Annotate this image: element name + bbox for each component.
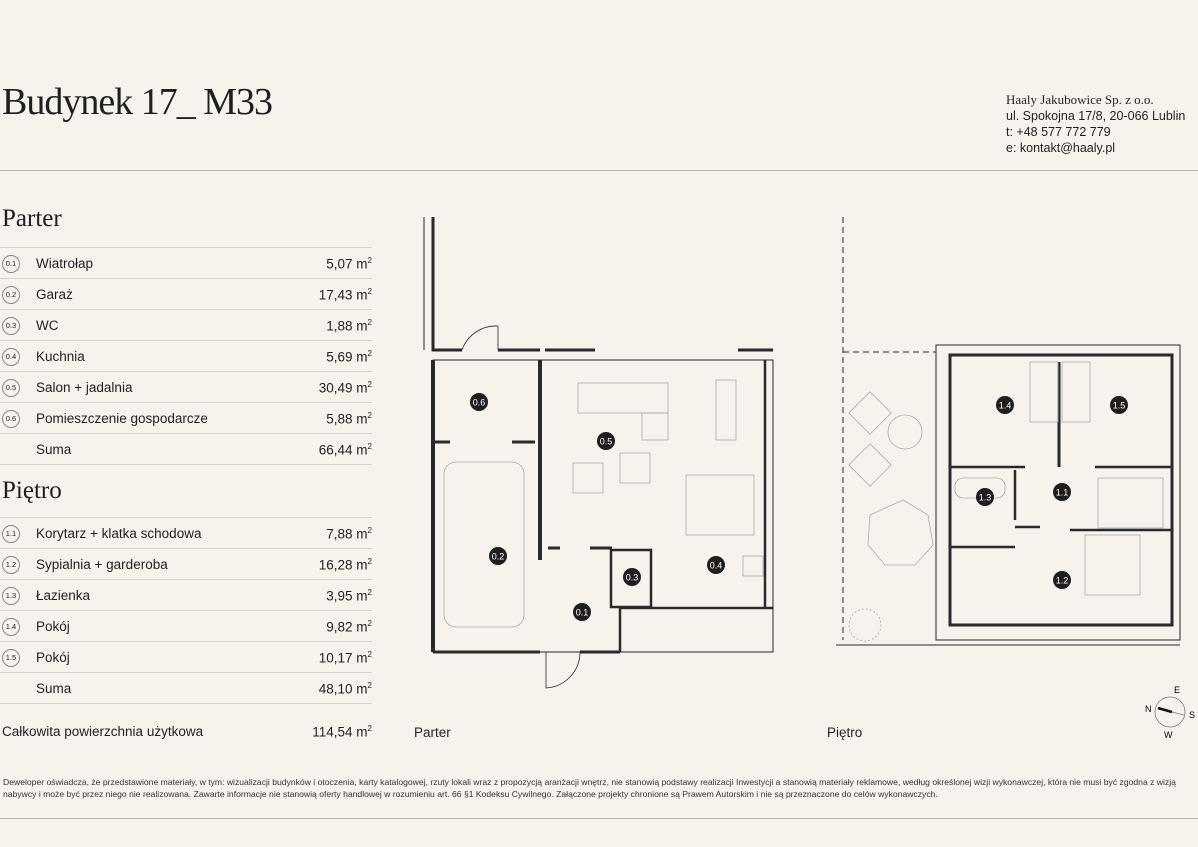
total-area: Całkowita powierzchnia użytkowa 114,54 m… <box>2 724 372 740</box>
company-name: Haaly Jakubowice Sp. z o.o. <box>1006 92 1154 107</box>
room-number: 0.2 <box>2 286 20 304</box>
room-name: Pokój <box>36 650 70 665</box>
room-area: 9,82 m2 <box>326 619 372 635</box>
table-row: 0.2 Garaż 17,43 m2 <box>0 278 372 309</box>
room-area: 1,88 m2 <box>326 318 372 334</box>
room-name: Pomieszczenie gospodarcze <box>36 411 208 426</box>
room-marker-label: 1.2 <box>1056 576 1069 586</box>
room-number: 1.5 <box>2 649 20 667</box>
page-title: Budynek 17_ M33 <box>2 81 273 123</box>
parter-plan <box>423 217 774 689</box>
room-name: Łazienka <box>36 588 91 603</box>
compass-n: N <box>1145 704 1152 714</box>
room-marker <box>597 432 615 450</box>
room-marker <box>996 396 1014 414</box>
room-name: Sypialnia + garderoba <box>36 557 168 572</box>
company-email[interactable]: e: kontakt@haaly.pl <box>1006 141 1116 155</box>
room-marker <box>623 568 641 586</box>
parter-plan-label: Parter <box>414 725 451 740</box>
compass-w: W <box>1164 730 1173 740</box>
room-marker-label: 0.5 <box>600 437 613 447</box>
room-number: 1.3 <box>2 587 20 605</box>
room-number: 1.2 <box>2 556 20 574</box>
room-name: WC <box>36 318 59 333</box>
room-marker-label: 0.4 <box>710 561 723 571</box>
footer-divider <box>0 818 1198 819</box>
room-area: 66,44 m2 <box>318 442 372 458</box>
room-name: Garaż <box>36 287 73 302</box>
room-number: 0.3 <box>2 317 20 335</box>
room-area: 5,69 m2 <box>326 349 372 365</box>
room-marker <box>489 547 507 565</box>
room-name: Salon + jadalnia <box>36 380 133 395</box>
room-area: 30,49 m2 <box>318 380 372 396</box>
room-marker-label: 0.6 <box>473 398 486 408</box>
room-name: Suma <box>36 681 72 696</box>
total-value: 114,54 m2 <box>312 724 372 740</box>
room-marker-label: 1.5 <box>1113 401 1126 411</box>
room-marker <box>1110 396 1128 414</box>
table-row: Suma 66,44 m2 <box>0 433 372 465</box>
table-row: 1.1 Korytarz + klatka schodowa 7,88 m2 <box>0 517 372 548</box>
room-marker-label: 0.2 <box>492 552 505 562</box>
table-row: 1.5 Pokój 10,17 m2 <box>0 641 372 672</box>
company-phone[interactable]: t: +48 577 772 779 <box>1006 125 1111 139</box>
room-area: 10,17 m2 <box>318 650 372 666</box>
company-info: Haaly Jakubowice Sp. z o.o. ul. Spokojna… <box>1006 92 1185 156</box>
room-area: 7,88 m2 <box>326 526 372 542</box>
room-name: Korytarz + klatka schodowa <box>36 526 202 541</box>
room-number: 1.4 <box>2 618 20 636</box>
table-row: 1.2 Sypialnia + garderoba 16,28 m2 <box>0 548 372 579</box>
room-marker <box>470 393 488 411</box>
room-marker-label: 0.3 <box>626 573 639 583</box>
table-row: 0.4 Kuchnia 5,69 m2 <box>0 340 372 371</box>
table-row: 1.3 Łazienka 3,95 m2 <box>0 579 372 610</box>
room-name: Wiatrołap <box>36 256 94 271</box>
parter-heading: Parter <box>2 205 62 232</box>
room-area: 5,88 m2 <box>326 411 372 427</box>
room-area: 5,07 m2 <box>326 256 372 272</box>
room-area: 3,95 m2 <box>326 588 372 604</box>
room-name: Suma <box>36 442 72 457</box>
room-area: 17,43 m2 <box>318 287 372 303</box>
room-marker <box>707 556 725 574</box>
table-row: 0.6 Pomieszczenie gospodarcze 5,88 m2 <box>0 402 372 433</box>
compass-s: S <box>1189 710 1195 720</box>
room-number: 0.5 <box>2 379 20 397</box>
disclaimer: Deweloper oświadcza, że przedstawione ma… <box>3 777 1176 799</box>
room-number: 0.4 <box>2 348 20 366</box>
pietro-plan <box>836 217 1181 646</box>
divider <box>0 170 1198 171</box>
room-number: 0.1 <box>2 255 20 273</box>
room-name: Pokój <box>36 619 70 634</box>
room-marker-label: 1.3 <box>979 493 992 503</box>
room-marker <box>1053 483 1071 501</box>
compass: E N S W <box>1145 685 1195 740</box>
room-number: 0.6 <box>2 410 20 428</box>
table-row: 0.1 Wiatrołap 5,07 m2 <box>0 247 372 278</box>
room-name: Kuchnia <box>36 349 85 364</box>
room-area: 16,28 m2 <box>318 557 372 573</box>
compass-e: E <box>1174 685 1180 695</box>
pietro-heading: Piętro <box>2 477 62 504</box>
table-row: Suma 48,10 m2 <box>0 672 372 704</box>
room-area: 48,10 m2 <box>318 681 372 697</box>
room-number: 1.1 <box>2 525 20 543</box>
company-address: ul. Spokojna 17/8, 20-066 Lublin <box>1006 109 1186 123</box>
parter-table: 0.1 Wiatrołap 5,07 m2 0.2 Garaż 17,43 m2 0.3 WC… <box>0 247 372 465</box>
room-marker-label: 1.1 <box>1056 488 1069 498</box>
pietro-plan-label: Piętro <box>827 725 863 740</box>
table-row: 0.3 WC 1,88 m2 <box>0 309 372 340</box>
table-row: 1.4 Pokój 9,82 m2 <box>0 610 372 641</box>
room-marker-label: 1.4 <box>999 401 1012 411</box>
table-row: 0.5 Salon + jadalnia 30,49 m2 <box>0 371 372 402</box>
room-marker <box>1053 571 1071 589</box>
room-marker <box>976 488 994 506</box>
room-marker <box>573 603 591 621</box>
room-marker-label: 0.1 <box>576 608 589 618</box>
total-label: Całkowita powierzchnia użytkowa <box>2 724 204 739</box>
